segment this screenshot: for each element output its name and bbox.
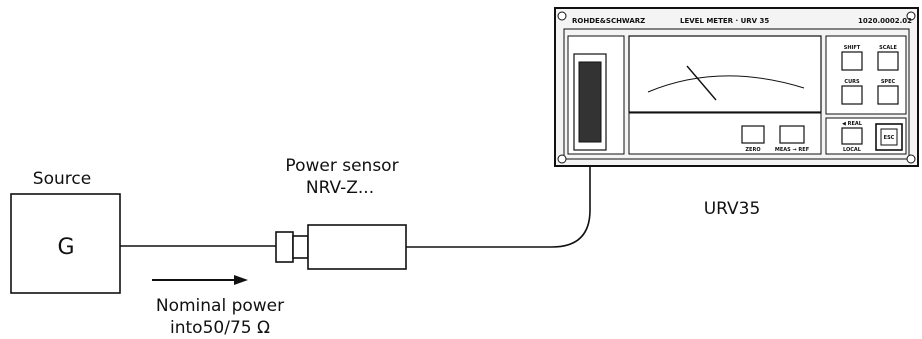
source-caption: Source [33, 169, 91, 189]
urv35-meter: ROHDE&SCHWARZ LEVEL METER · URV 35 1020.… [554, 7, 919, 167]
local-button[interactable] [841, 127, 863, 145]
nominal-power-label: Nominal power [156, 296, 284, 316]
meas-ref-button[interactable] [779, 125, 805, 144]
esc-label: ESC [884, 135, 895, 141]
zero-button[interactable] [741, 125, 765, 144]
local-label: LOCAL [843, 147, 862, 153]
sensor-cable [406, 90, 591, 248]
shift-button[interactable] [841, 51, 863, 71]
power-direction-arrow [152, 275, 248, 285]
meter-serial: 1020.0002.02 [858, 17, 912, 25]
spec-button[interactable] [877, 85, 899, 105]
sensor-input-connector [578, 61, 602, 143]
source-box [10, 193, 121, 294]
source-symbol: G [57, 235, 74, 260]
zero-label: ZERO [745, 147, 760, 153]
meas-ref-label: MEAS → REF [775, 147, 809, 153]
sensor-model: NRV-Z... [306, 178, 374, 198]
meter-caption: URV35 [704, 199, 761, 219]
nominal-power-impedance-label: into50/75 Ω [170, 318, 270, 338]
spec-label: SPEC [881, 79, 896, 85]
sensor-caption: Power sensor [285, 156, 398, 176]
meter-model: LEVEL METER · URV 35 [680, 17, 769, 25]
analog-display [628, 35, 822, 113]
meter-brand: ROHDE&SCHWARZ [572, 17, 645, 25]
curs-button[interactable] [841, 85, 863, 105]
scale-button[interactable] [877, 51, 899, 71]
meter-scale [647, 75, 805, 93]
shift-label: SHIFT [844, 45, 861, 51]
real-label: ◀ REAL [842, 121, 863, 127]
scale-label: SCALE [879, 45, 897, 51]
curs-label: CURS [844, 79, 860, 85]
meter-needle [686, 65, 717, 101]
power-sensor [275, 224, 407, 270]
